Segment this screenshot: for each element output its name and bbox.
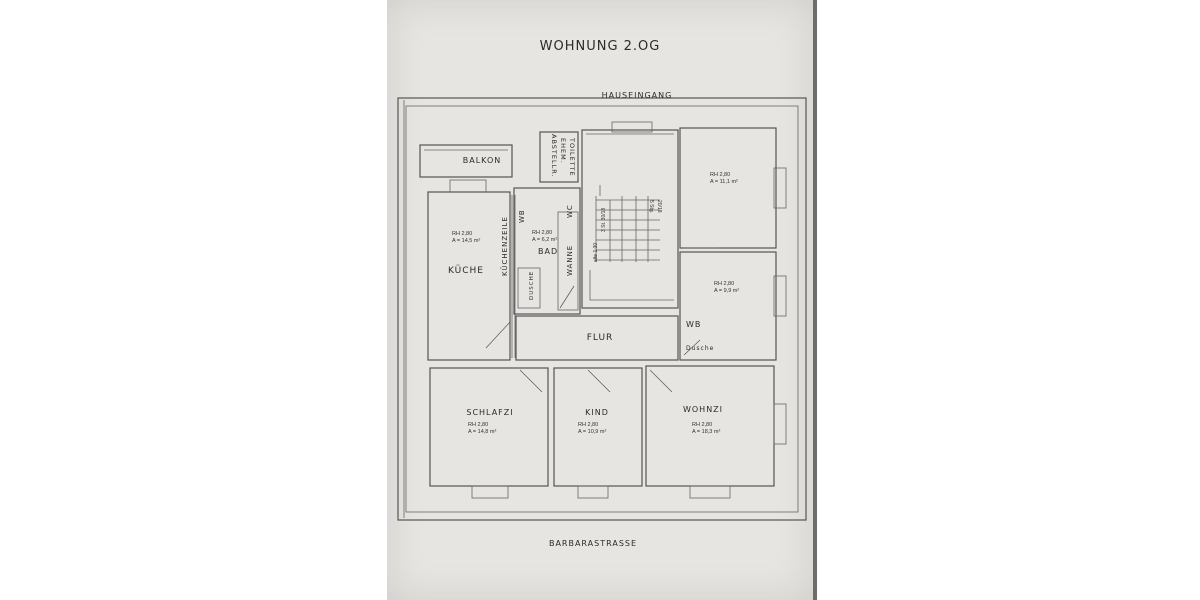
storage-label: ABSTELLR. EHEM. TOILETTE xyxy=(550,134,576,178)
bad-wc-label: WC xyxy=(566,204,574,218)
wohnzi-rh: RH 2,80 xyxy=(692,422,712,428)
outer-walls xyxy=(397,97,807,521)
room-bad-outline xyxy=(513,187,581,315)
hallway-label: FLUR xyxy=(587,333,614,343)
hallway xyxy=(515,315,679,361)
storage-room xyxy=(539,131,579,183)
room-e-dusche-label: Dusche xyxy=(686,345,714,352)
schlafzi-name: SCHLAFZI xyxy=(466,408,513,417)
svg-text:3 St. 30/18: 3 St. 30/18 xyxy=(601,208,607,232)
svg-text:TOILETTE: TOILETTE xyxy=(568,137,576,177)
paper-edge-shadow xyxy=(813,0,817,600)
svg-text:ABSTELLR.: ABSTELLR. xyxy=(550,134,558,178)
bad-area: A = 6,2 m² xyxy=(532,237,557,243)
kind-rh: RH 2,80 xyxy=(578,422,598,428)
room-ne-rh: RH 2,80 xyxy=(710,172,730,178)
room-east-outline xyxy=(679,127,787,361)
kueche-name: KÜCHE xyxy=(448,265,484,276)
schlafzi-rh: RH 2,80 xyxy=(468,422,488,428)
entrance-label: HAUSEINGANG xyxy=(602,91,673,100)
staircase xyxy=(581,121,679,309)
kind-name: KIND xyxy=(585,408,609,417)
plan-title: WOHNUNG 2.OG xyxy=(540,39,661,54)
balcony-label: BALKON xyxy=(463,156,502,165)
bad-name: BAD xyxy=(538,247,558,256)
bad-rh: RH 2,80 xyxy=(532,230,552,236)
svg-text:EHEM.: EHEM. xyxy=(559,138,567,164)
wohnzi-name: WOHNZI xyxy=(683,405,723,414)
svg-text:5 Stg.: 5 Stg. xyxy=(648,200,654,213)
bad-dusche-label: DUSCHE xyxy=(529,271,535,300)
room-ne-area: A = 11,1 m² xyxy=(710,179,738,185)
kind-area: A = 10,9 m² xyxy=(578,429,606,435)
stair-notes: 5 Stg. 20/18 3 St. 30/18 alte 1:30 xyxy=(593,200,662,262)
svg-text:20/18: 20/18 xyxy=(656,200,662,213)
kueche-rh: RH 2,80 xyxy=(452,231,472,237)
svg-text:alte 1:30: alte 1:30 xyxy=(593,243,599,262)
schlafzi-area: A = 14,8 m² xyxy=(468,429,496,435)
room-e-rh: RH 2,80 xyxy=(714,281,734,287)
room-bottom-outlines xyxy=(429,365,787,499)
room-kueche-outline xyxy=(427,191,516,361)
bad-wanne-label: WANNE xyxy=(566,245,574,276)
bad-wb-label: WB xyxy=(518,209,526,223)
wohnzi-area: A = 18,3 m² xyxy=(692,429,720,435)
balcony xyxy=(419,144,513,193)
room-e-wb-label: WB xyxy=(686,320,701,329)
kueche-zeile-label: KÜCHENZEILE xyxy=(500,216,509,276)
street-label: BARBARASTRASSE xyxy=(549,539,637,548)
room-e-area: A = 9,9 m² xyxy=(714,288,739,294)
kueche-area: A = 14,5 m² xyxy=(452,238,480,244)
